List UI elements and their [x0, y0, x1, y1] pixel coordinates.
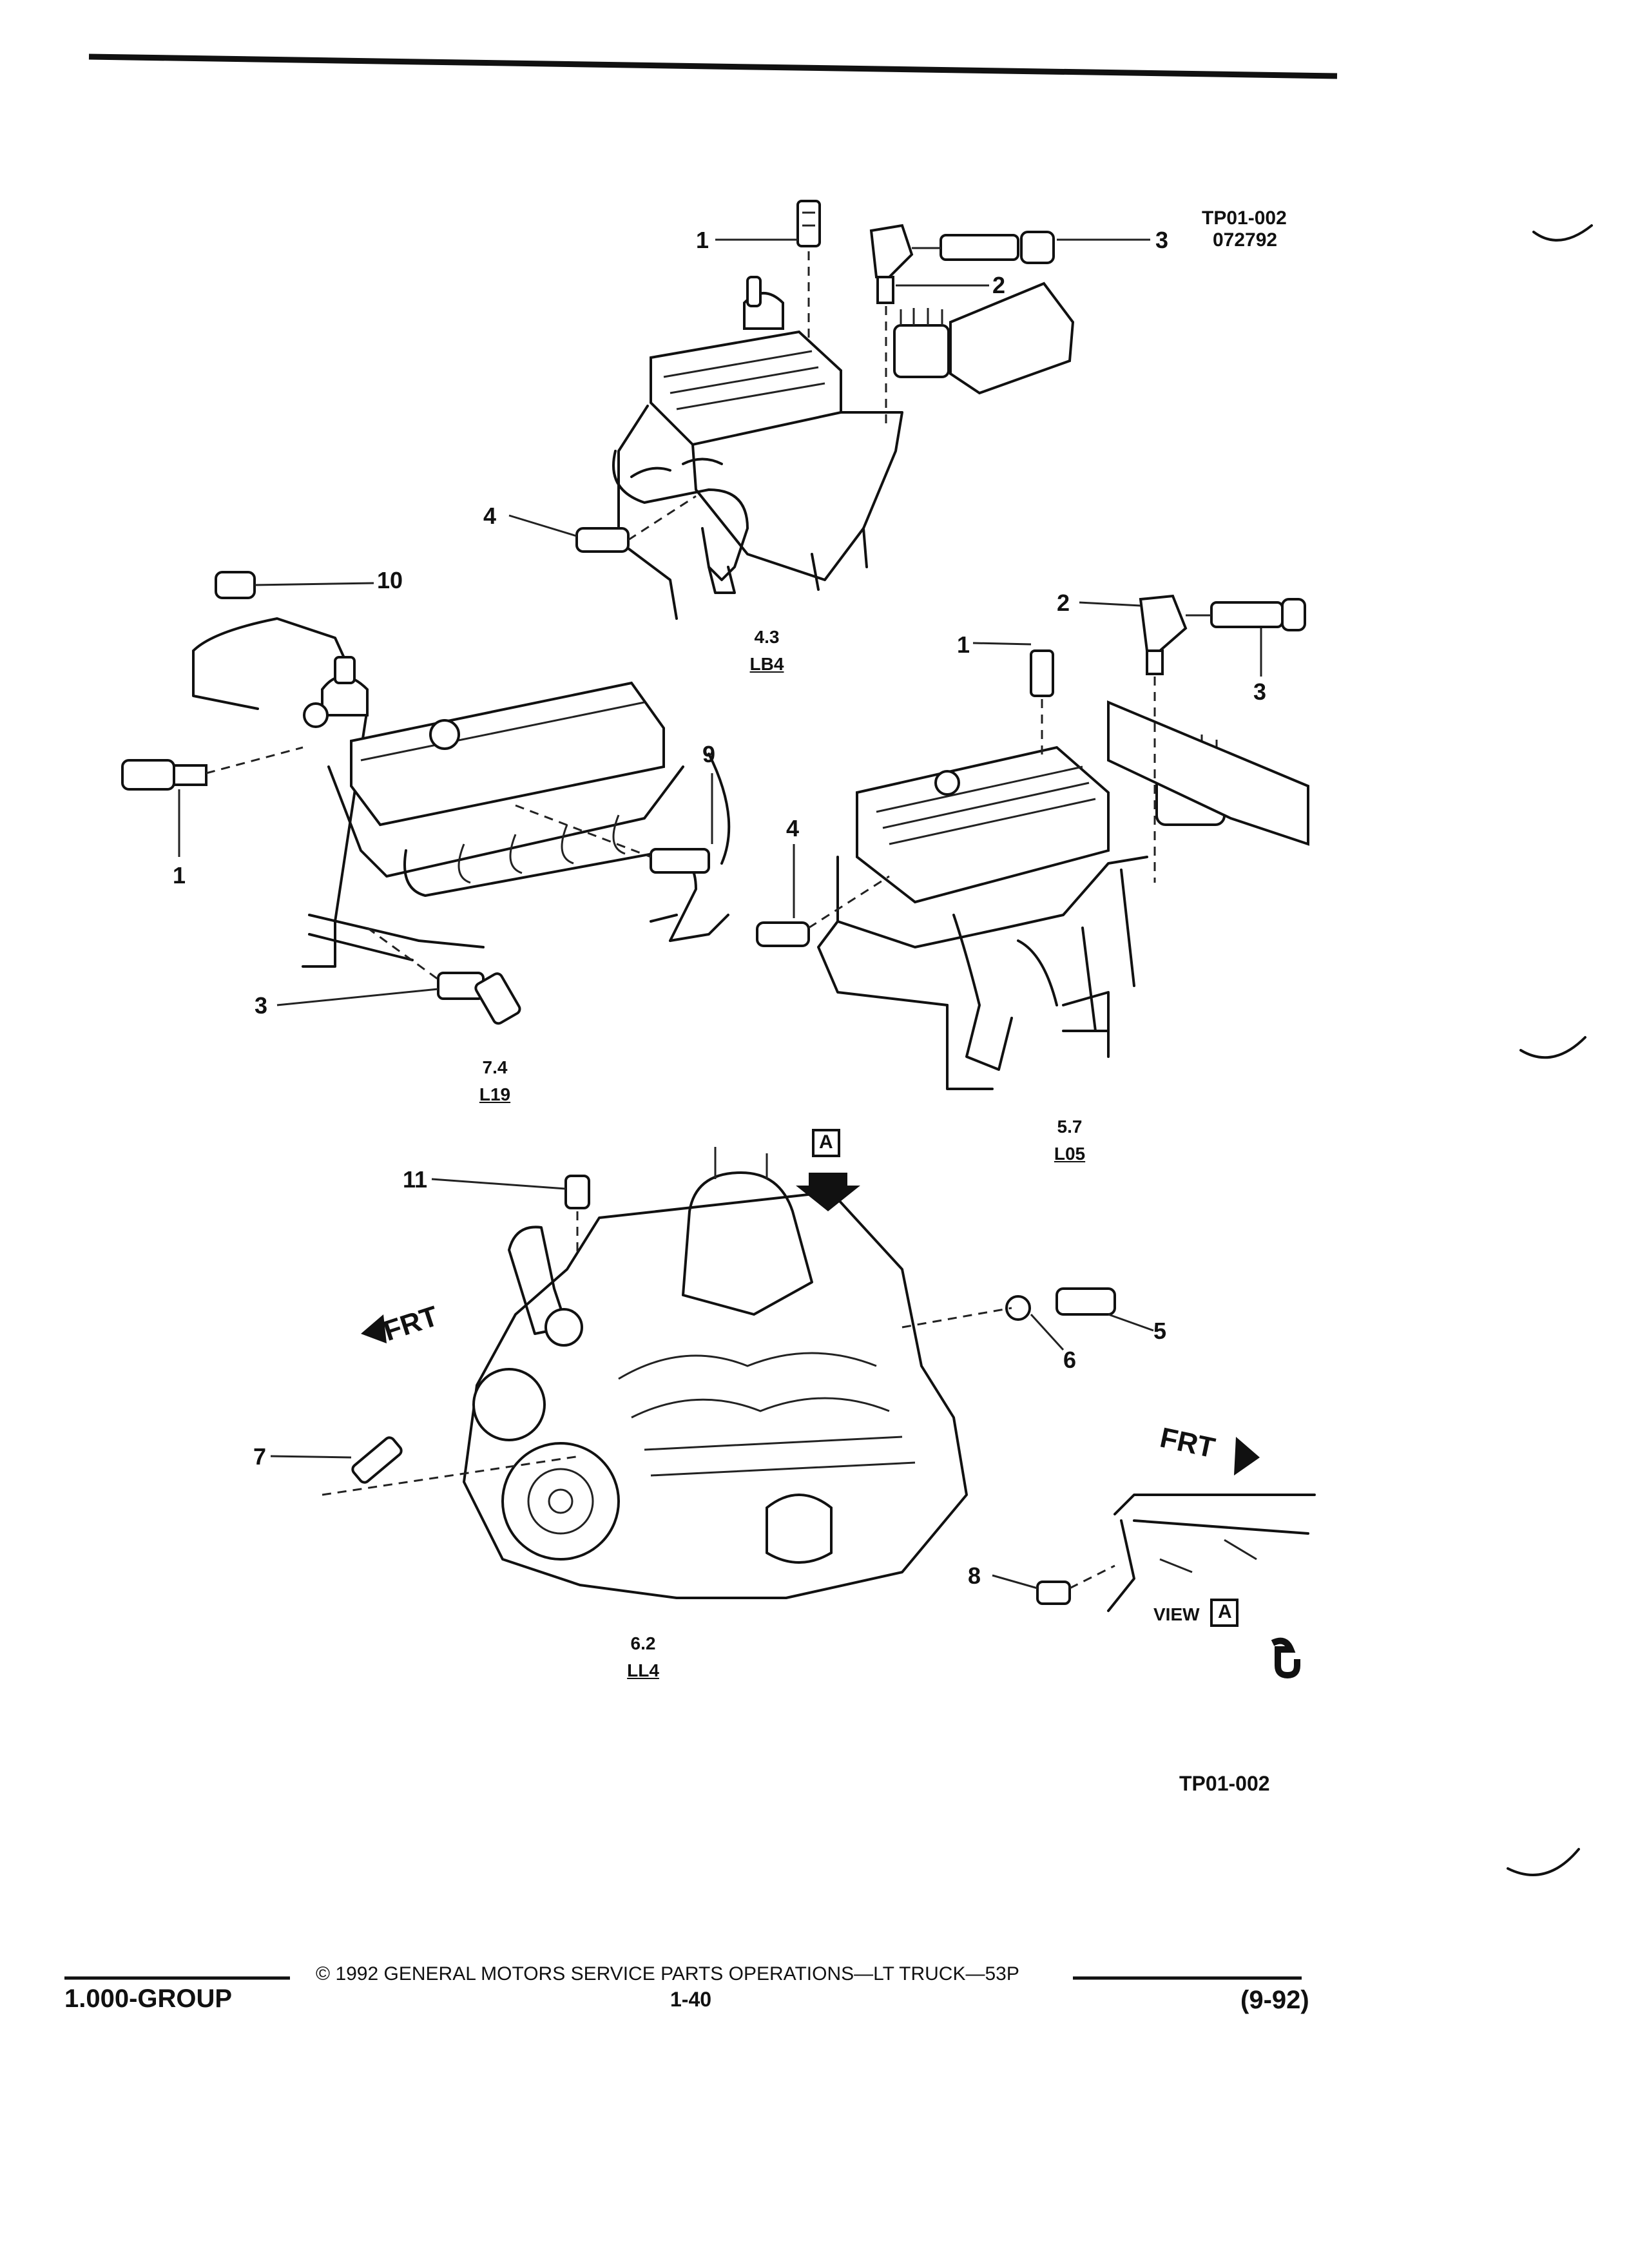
engine-62-code: LL4: [627, 1660, 659, 1680]
callout-5-e62: 5: [1153, 1318, 1167, 1344]
callout-3-e43: 3: [1155, 227, 1169, 253]
figure-id-bottom: TP01-002: [1179, 1772, 1270, 1795]
engine-62-drawing: [270, 1129, 1316, 1627]
callout-2-e57: 2: [1057, 590, 1070, 616]
callout-11-e62: 11: [403, 1166, 428, 1193]
frt-arrow-left-icon: [361, 1314, 387, 1343]
engine-74-displacement: 7.4: [482, 1057, 508, 1077]
engine-74-drawing: [121, 571, 731, 1025]
engine-74-code: L19: [479, 1084, 511, 1104]
footer-copyright: © 1992 GENERAL MOTORS SERVICE PARTS OPER…: [316, 1963, 1019, 1984]
engine-57-code: L05: [1054, 1144, 1086, 1164]
view-a-letter-inset: A: [1218, 1601, 1232, 1622]
engine-62-displacement: 6.2: [630, 1633, 656, 1653]
engine-43-drawing: [508, 200, 1150, 620]
callout-3-e57: 3: [1253, 678, 1267, 705]
header-rule: [88, 53, 1338, 79]
engine-62-label: 6.2 LL4: [624, 1630, 662, 1684]
callout-7-e62: 7: [253, 1443, 267, 1470]
callout-1-e74: 1: [173, 862, 186, 889]
footer-group: 1.000-GROUP: [64, 1984, 233, 2013]
callout-4-e43: 4: [483, 503, 497, 529]
engine-43-displacement: 4.3: [754, 627, 780, 647]
callout-6-e62: 6: [1063, 1347, 1077, 1373]
callout-2-e43: 2: [992, 272, 1006, 298]
engine-57-drawing: [756, 594, 1309, 1090]
callout-9-e74: 9: [702, 741, 716, 767]
view-label: VIEW: [1153, 1604, 1200, 1624]
callout-8-e62: 8: [968, 1562, 981, 1589]
engine-74-label: 7.4 L19: [476, 1054, 514, 1108]
callout-1-e43: 1: [696, 227, 709, 253]
engine-43-label: 4.3 LB4: [747, 624, 786, 678]
engine-43-code: LB4: [749, 654, 784, 674]
footer-page-number: 1-40: [670, 1988, 712, 2011]
callout-1-e57: 1: [957, 631, 970, 658]
callout-10-e74: 10: [377, 567, 403, 593]
callout-4-e57: 4: [786, 815, 800, 841]
engine-57-displacement: 5.7: [1057, 1117, 1083, 1137]
view-a-letter-top: A: [819, 1131, 833, 1153]
engine-57-label: 5.7 L05: [1050, 1113, 1089, 1168]
callout-3-e74: 3: [255, 992, 268, 1019]
logo-mark-icon: [1271, 1637, 1300, 1679]
figure-date-code: 072792: [1213, 229, 1278, 251]
figure-id-top: TP01-002: [1202, 207, 1287, 229]
footer-date: (9-92): [1240, 1986, 1309, 2014]
frt-arrow-right-icon: [1234, 1437, 1260, 1475]
